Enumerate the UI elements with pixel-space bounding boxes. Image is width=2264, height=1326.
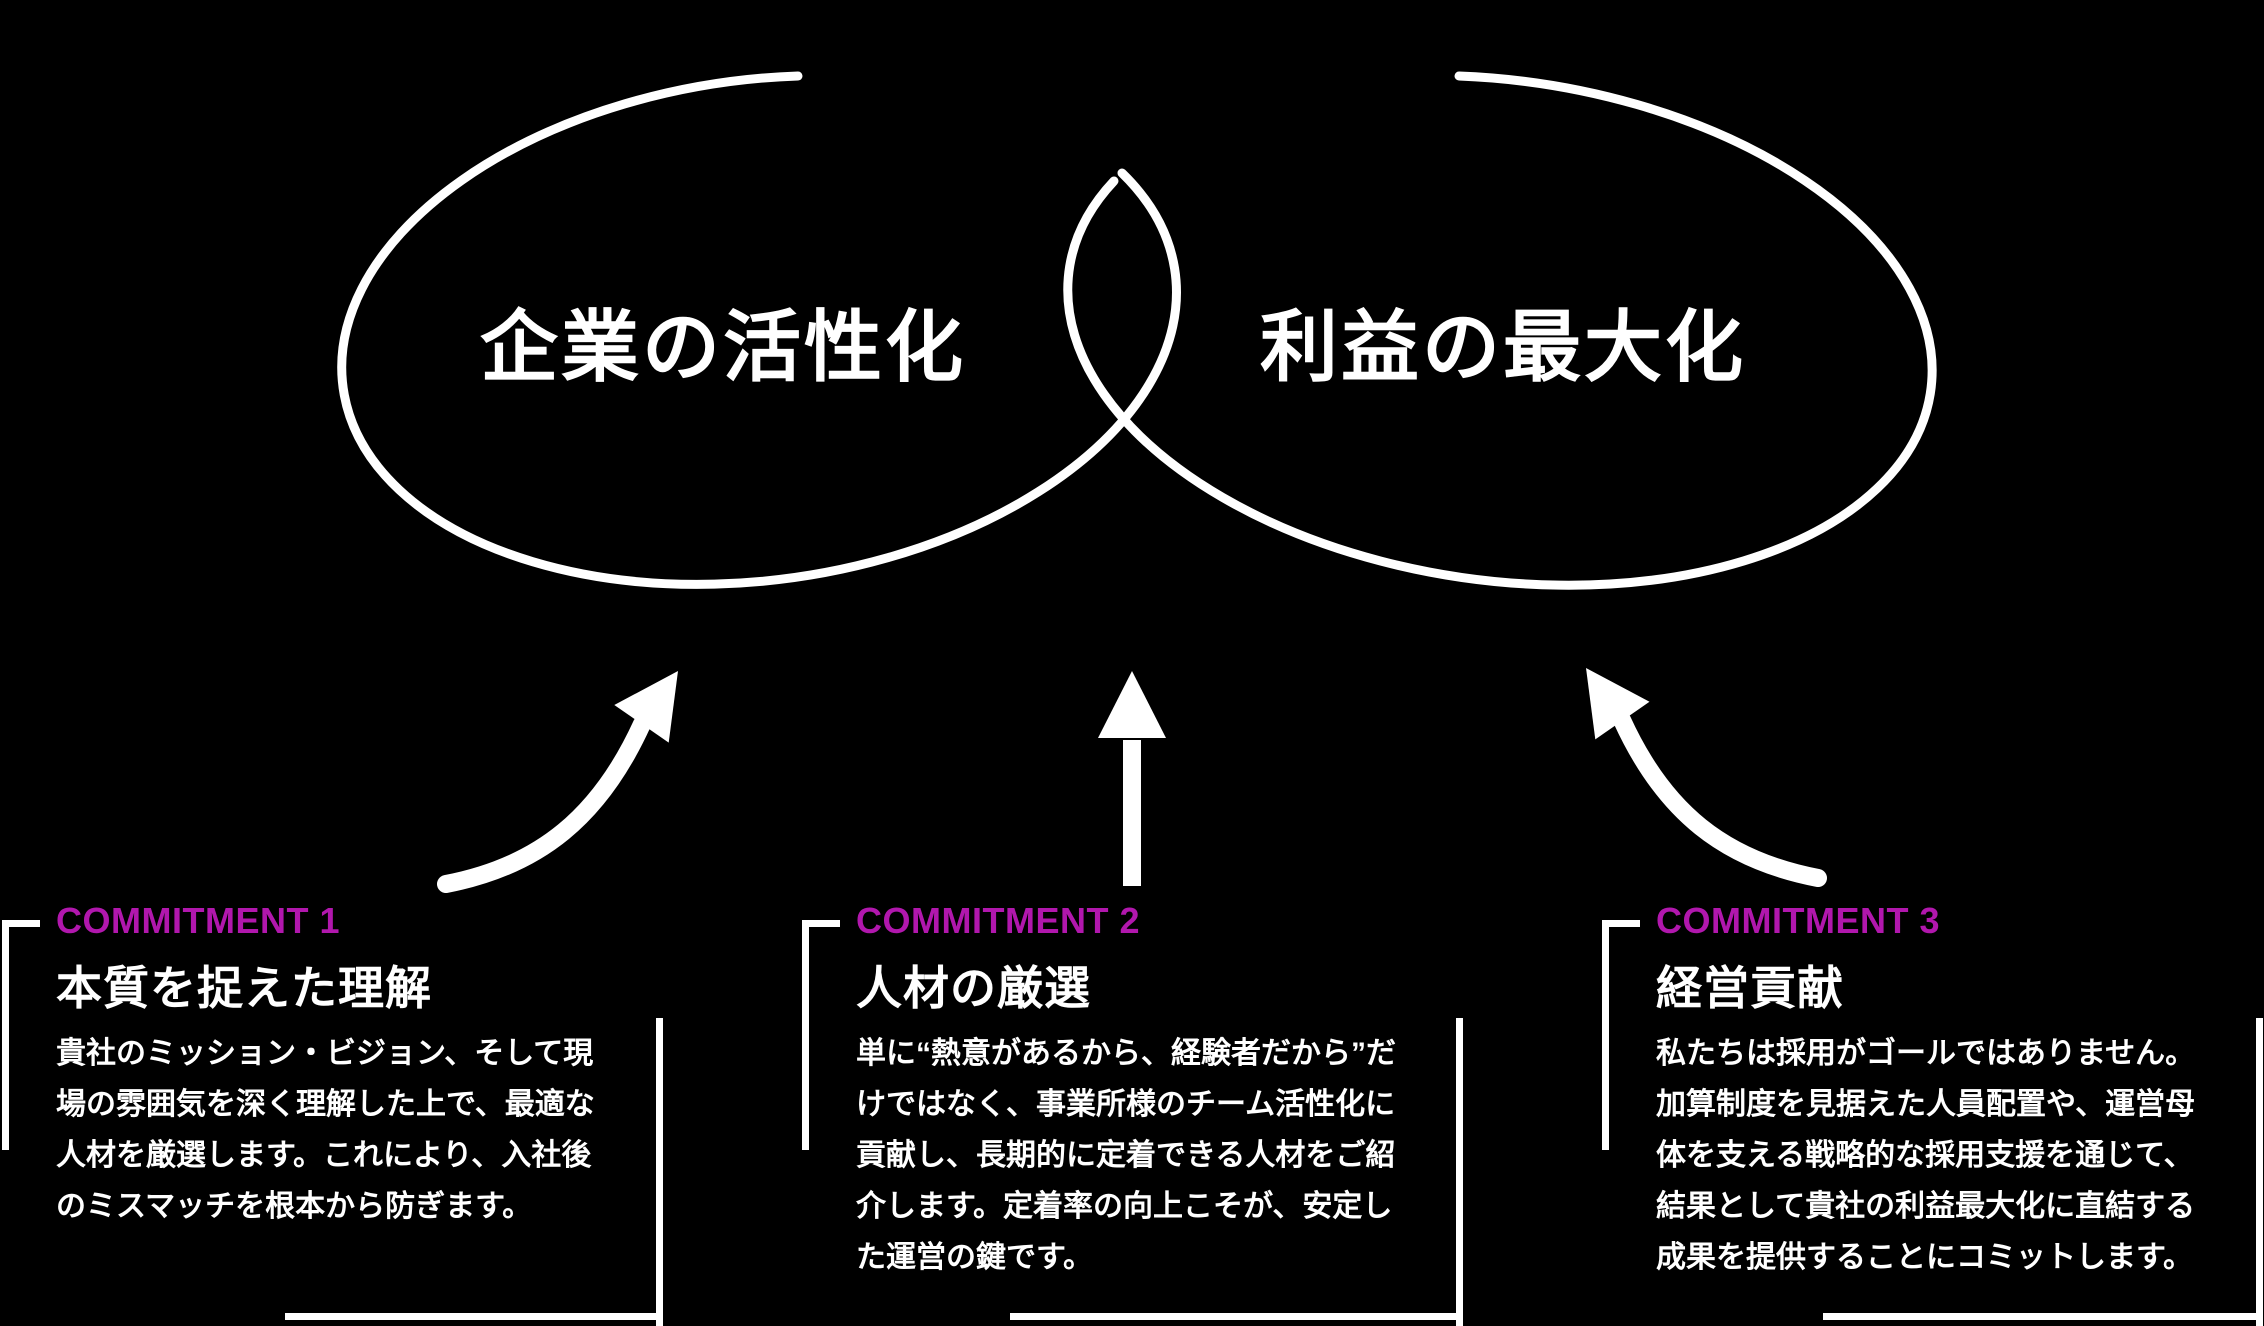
commitment-2-title: 人材の厳選 xyxy=(856,962,1091,1014)
corner-line-right xyxy=(1456,1018,1463,1326)
corner-line-bottom xyxy=(1010,1313,1463,1320)
corner-line-right xyxy=(2256,1018,2263,1326)
corner-line-right xyxy=(656,1018,663,1326)
commitment-1-body: 貴社のミッション・ビジョン、そして現場の雰囲気を深く理解した上で、最適な人材を厳… xyxy=(56,1037,595,1223)
straight-arrow-up-icon xyxy=(1098,671,1166,886)
commitment-1-label: COMMITMENT 1 xyxy=(56,900,340,941)
commitment-3-label: COMMITMENT 3 xyxy=(1656,900,1940,941)
commitment-1-section: COMMITMENT 1 本質を捉えた理解 貴社のミッション・ビジョン、そして現… xyxy=(0,900,664,1326)
commitment-2-body: 単に“熱意があるから、経験者だから”だけではなく、事業所様のチーム活性化に貢献し… xyxy=(856,1037,1396,1274)
venn-left-circle xyxy=(337,71,1181,589)
venn-left-label: 企業の活性化 xyxy=(479,303,967,391)
curved-arrow-up-right-icon xyxy=(437,671,678,893)
commitment-3-body: 私たちは採用がゴールではありません。加算制度を見据えた人員配置や、運営母体を支え… xyxy=(1656,1037,2196,1274)
venn-right-label: 利益の最大化 xyxy=(1259,303,1747,391)
venn-right-circle xyxy=(1063,71,1937,590)
commitment-1-title: 本質を捉えた理解 xyxy=(56,962,432,1014)
commitment-3-title: 経営貢献 xyxy=(1656,962,1844,1014)
corner-bracket-top-left xyxy=(802,920,840,1150)
corner-bracket-top-left xyxy=(1602,920,1640,1150)
corner-line-bottom xyxy=(285,1313,663,1320)
curved-arrow-up-left-icon xyxy=(1586,668,1827,887)
corner-line-bottom xyxy=(1823,1313,2263,1320)
commitment-3-section: COMMITMENT 3 経営貢献 私たちは採用がゴールではありません。加算制度… xyxy=(1600,900,2264,1326)
commitment-2-section: COMMITMENT 2 人材の厳選 単に“熱意があるから、経験者だから”だけで… xyxy=(800,900,1464,1326)
commitment-2-label: COMMITMENT 2 xyxy=(856,900,1140,941)
corner-bracket-top-left xyxy=(2,920,40,1150)
